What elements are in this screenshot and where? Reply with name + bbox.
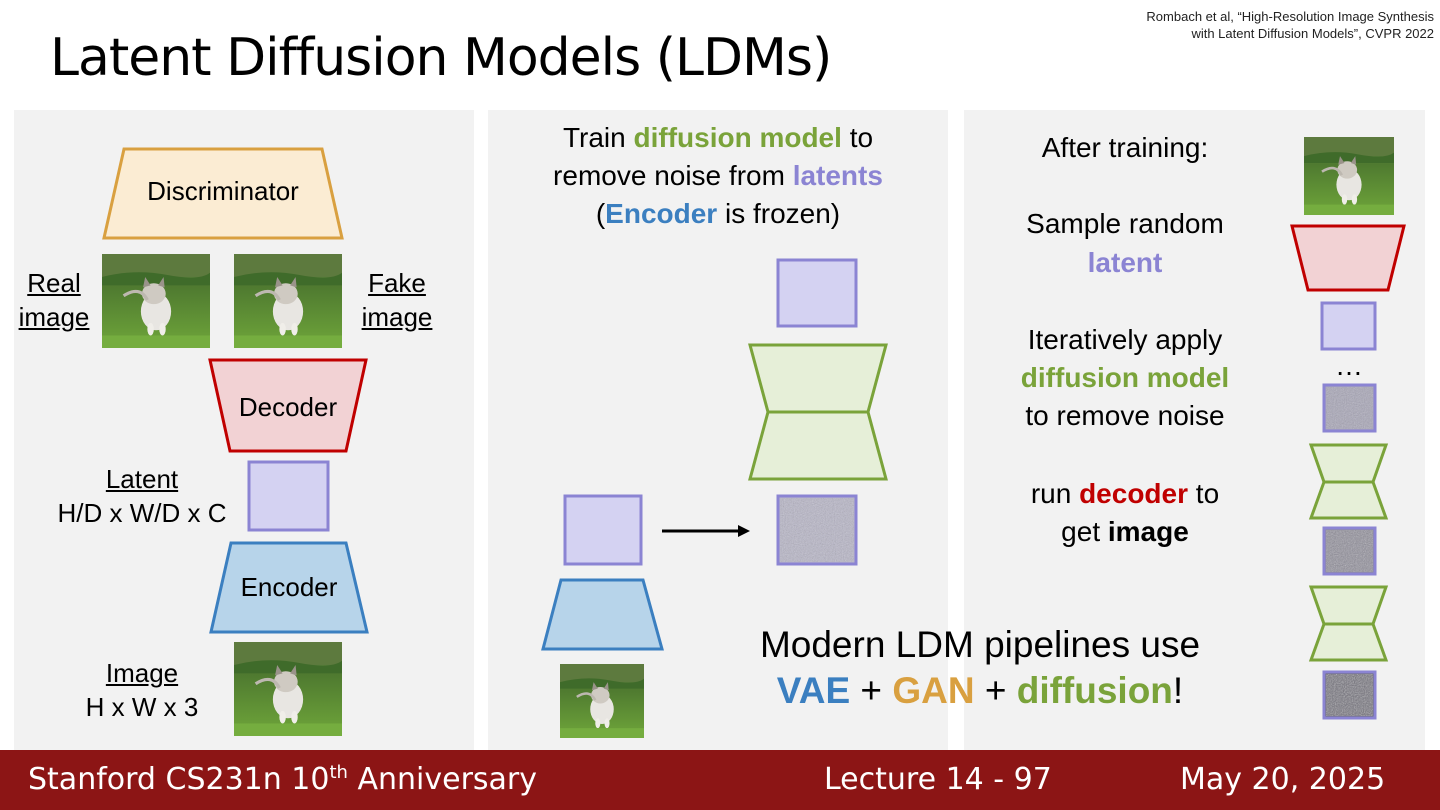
- right-unet-1-bottom: [1308, 480, 1389, 520]
- real-label-line1: Real: [27, 268, 81, 298]
- encoder-shape: [209, 541, 369, 634]
- middle-line1-a: Train: [562, 122, 634, 153]
- discriminator-label: Discriminator: [147, 176, 299, 206]
- footer-course-post: Anniversary: [347, 762, 538, 797]
- middle-encoder-text: Encoder: [605, 198, 718, 229]
- latent-label: Latent: [105, 464, 179, 494]
- right-latent-square: [1320, 301, 1377, 351]
- callout-line-1: Modern LDM pipelines use: [759, 624, 1201, 665]
- middle-line3-a: (: [595, 198, 606, 229]
- decoder-shape: [208, 358, 368, 453]
- run-a: run: [1030, 478, 1080, 509]
- fake-label-line1: Fake: [368, 268, 426, 298]
- denoised-latent-square: [776, 258, 858, 328]
- unet-bottom-shape: [748, 410, 888, 481]
- footer-course-sup: th: [329, 762, 348, 783]
- latent-dims: H/D x W/D x C: [57, 498, 227, 528]
- footer-bar: Stanford CS231n 10th Anniversary Lecture…: [0, 750, 1440, 810]
- footer-course: Stanford CS231n 10th Anniversary: [28, 762, 537, 797]
- right-decoder-shape: [1290, 224, 1406, 292]
- callout-bang: !: [1172, 670, 1184, 711]
- right-decoder-text: decoder: [1079, 478, 1189, 509]
- citation: Rombach et al, “High-Resolution Image Sy…: [1014, 8, 1434, 42]
- run-c: to: [1188, 478, 1220, 509]
- middle-line-2: remove noise from latents: [488, 160, 948, 192]
- clean-latent-square: [563, 494, 643, 566]
- run-decoder-line: run decoder to: [990, 478, 1260, 510]
- footer-course-pre: Stanford CS231n 10: [28, 762, 330, 797]
- middle-line1-c: to: [841, 122, 874, 153]
- image-dims: H x W x 3: [85, 692, 199, 722]
- remove-noise-text: to remove noise: [1025, 400, 1225, 431]
- callout-vae: VAE: [776, 670, 851, 711]
- middle-latents-text: latents: [792, 160, 883, 191]
- after-training-text: After training:: [1041, 132, 1209, 163]
- image-label: Image: [105, 658, 179, 688]
- middle-line-3: (Encoder is frozen): [488, 198, 948, 230]
- right-unet-2-bottom: [1308, 622, 1389, 662]
- fake-label-line2: image: [361, 302, 433, 332]
- middle-line2-a: remove noise from: [553, 160, 793, 191]
- get-image-line: get image: [990, 516, 1260, 548]
- get-a: get: [1061, 516, 1108, 547]
- iteratively-apply-text: Iteratively apply: [1027, 324, 1223, 355]
- right-unet-2-top: [1308, 585, 1389, 626]
- sample-random-text: Sample random: [1026, 208, 1224, 239]
- ellipsis-text: …: [1335, 350, 1363, 381]
- sample-latent-text: latent: [1087, 247, 1163, 278]
- frozen-encoder-shape: [541, 578, 664, 651]
- callout-plus-2: +: [974, 670, 1017, 711]
- slide-title: Latent Diffusion Models (LDMs): [50, 28, 832, 88]
- middle-diffusion-model-text: diffusion model: [633, 122, 842, 153]
- latent-square: [247, 460, 330, 532]
- citation-line-2: with Latent Diffusion Models”, CVPR 2022: [1191, 26, 1434, 41]
- right-unet-1-top: [1308, 443, 1389, 484]
- callout-gan: GAN: [892, 670, 975, 711]
- callout-plus-1: +: [850, 670, 893, 711]
- encoder-label: Encoder: [240, 572, 338, 602]
- arrow-head: [738, 525, 750, 537]
- callout-line-2: VAE + GAN + diffusion!: [700, 670, 1260, 712]
- right-diffusion-model-text: diffusion model: [1020, 362, 1230, 393]
- footer-date: May 20, 2025: [1180, 762, 1386, 797]
- middle-line-1: Train diffusion model to: [488, 122, 948, 154]
- real-label-line2: image: [18, 302, 90, 332]
- footer-lecture: Lecture 14 - 97: [824, 762, 1052, 797]
- discriminator-shape: [102, 147, 344, 240]
- right-image-text: image: [1107, 516, 1189, 547]
- citation-line-1: Rombach et al, “High-Resolution Image Sy…: [1146, 9, 1434, 24]
- callout-diffusion: diffusion: [1016, 670, 1173, 711]
- middle-line3-c: is frozen): [717, 198, 841, 229]
- decoder-label: Decoder: [238, 392, 338, 422]
